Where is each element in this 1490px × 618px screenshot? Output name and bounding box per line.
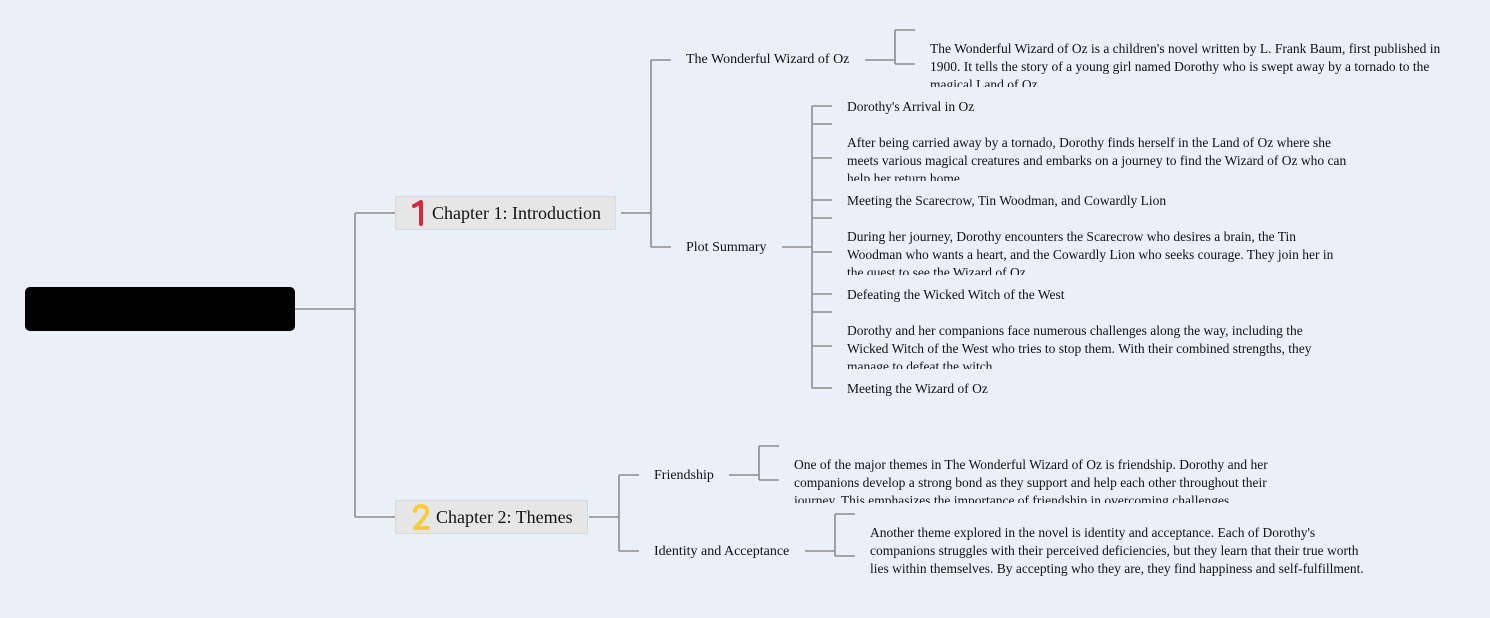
connector-friendship: [729, 445, 779, 481]
wizard-of-oz-description: The Wonderful Wizard of Oz is a children…: [930, 41, 1441, 87]
chapter-1-node[interactable]: Chapter 1: Introduction: [395, 196, 616, 230]
central-topic[interactable]: [25, 287, 295, 331]
connector-chapter2: [589, 474, 639, 552]
plot-summary-node[interactable]: Plot Summary: [686, 239, 767, 257]
wizard-of-oz-node[interactable]: The Wonderful Wizard of Oz: [686, 51, 849, 69]
chapter-2-node[interactable]: Chapter 2: Themes: [395, 500, 588, 534]
number-one-badge-icon: [412, 200, 423, 226]
plot-item-companions-description: During her journey, Dorothy encounters t…: [847, 229, 1334, 275]
connector-chapter1: [621, 59, 671, 248]
wizard-of-oz-label: The Wonderful Wizard of Oz: [686, 52, 850, 67]
number-two-badge-icon: [413, 504, 430, 530]
identity-label: Identity and Acceptance: [654, 544, 790, 559]
friendship-label: Friendship: [654, 468, 714, 483]
chapter-2-label: Chapter 2: Themes: [436, 507, 573, 527]
connector-identity: [805, 513, 855, 557]
plot-item-arrival-description: After being carried away by a tornado, D…: [847, 135, 1347, 181]
chapter-1-label: Chapter 1: Introduction: [432, 203, 601, 223]
identity-description: Another theme explored in the novel is i…: [870, 525, 1364, 576]
connector-wizard: [865, 29, 915, 65]
friendship-node[interactable]: Friendship: [654, 467, 714, 485]
connector-root: [295, 212, 396, 518]
friendship-description: One of the major themes in The Wonderful…: [794, 457, 1268, 503]
plot-item-companions[interactable]: Meeting the Scarecrow, Tin Woodman, and …: [847, 193, 1167, 208]
connector-plot: [782, 105, 832, 389]
plot-item-arrival[interactable]: Dorothy's Arrival in Oz: [847, 99, 975, 114]
plot-item-witch[interactable]: Defeating the Wicked Witch of the West: [847, 287, 1065, 302]
identity-node[interactable]: Identity and Acceptance: [654, 543, 789, 561]
plot-item-wizard[interactable]: Meeting the Wizard of Oz: [847, 381, 988, 396]
plot-item-witch-description: Dorothy and her companions face numerous…: [847, 323, 1312, 369]
plot-summary-label: Plot Summary: [686, 240, 767, 255]
